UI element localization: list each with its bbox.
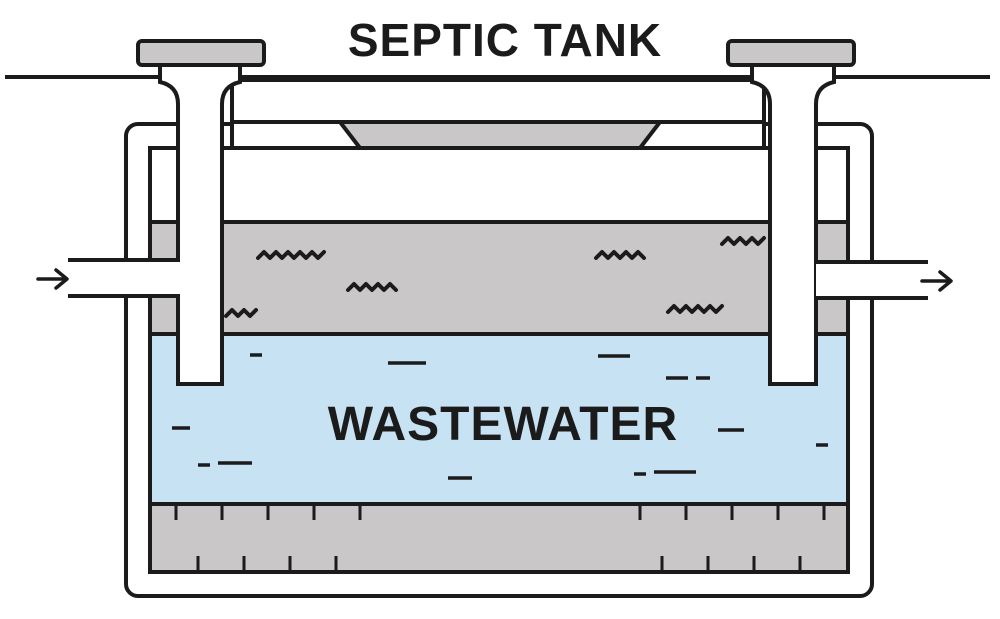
sludge-layer [148, 502, 850, 574]
wastewater-layer [148, 332, 850, 506]
tank-lid [230, 78, 766, 124]
outlet-pipe [816, 262, 928, 298]
inlet-baffle [158, 63, 242, 386]
left-riser-cap [136, 39, 266, 67]
water-dashes [172, 353, 828, 480]
right-riser-cap [726, 39, 856, 67]
inlet-pipe [68, 260, 180, 296]
center-access-lid [335, 120, 665, 150]
arrow-right-icon [36, 268, 69, 290]
wastewater-label: WASTEWATER [328, 398, 678, 451]
diagram-title: SEPTIC TANK [348, 14, 662, 66]
arrow-right-icon [920, 270, 953, 292]
sludge-ticks [174, 504, 826, 572]
outlet-baffle [750, 63, 836, 386]
scum-squiggles [224, 236, 766, 318]
